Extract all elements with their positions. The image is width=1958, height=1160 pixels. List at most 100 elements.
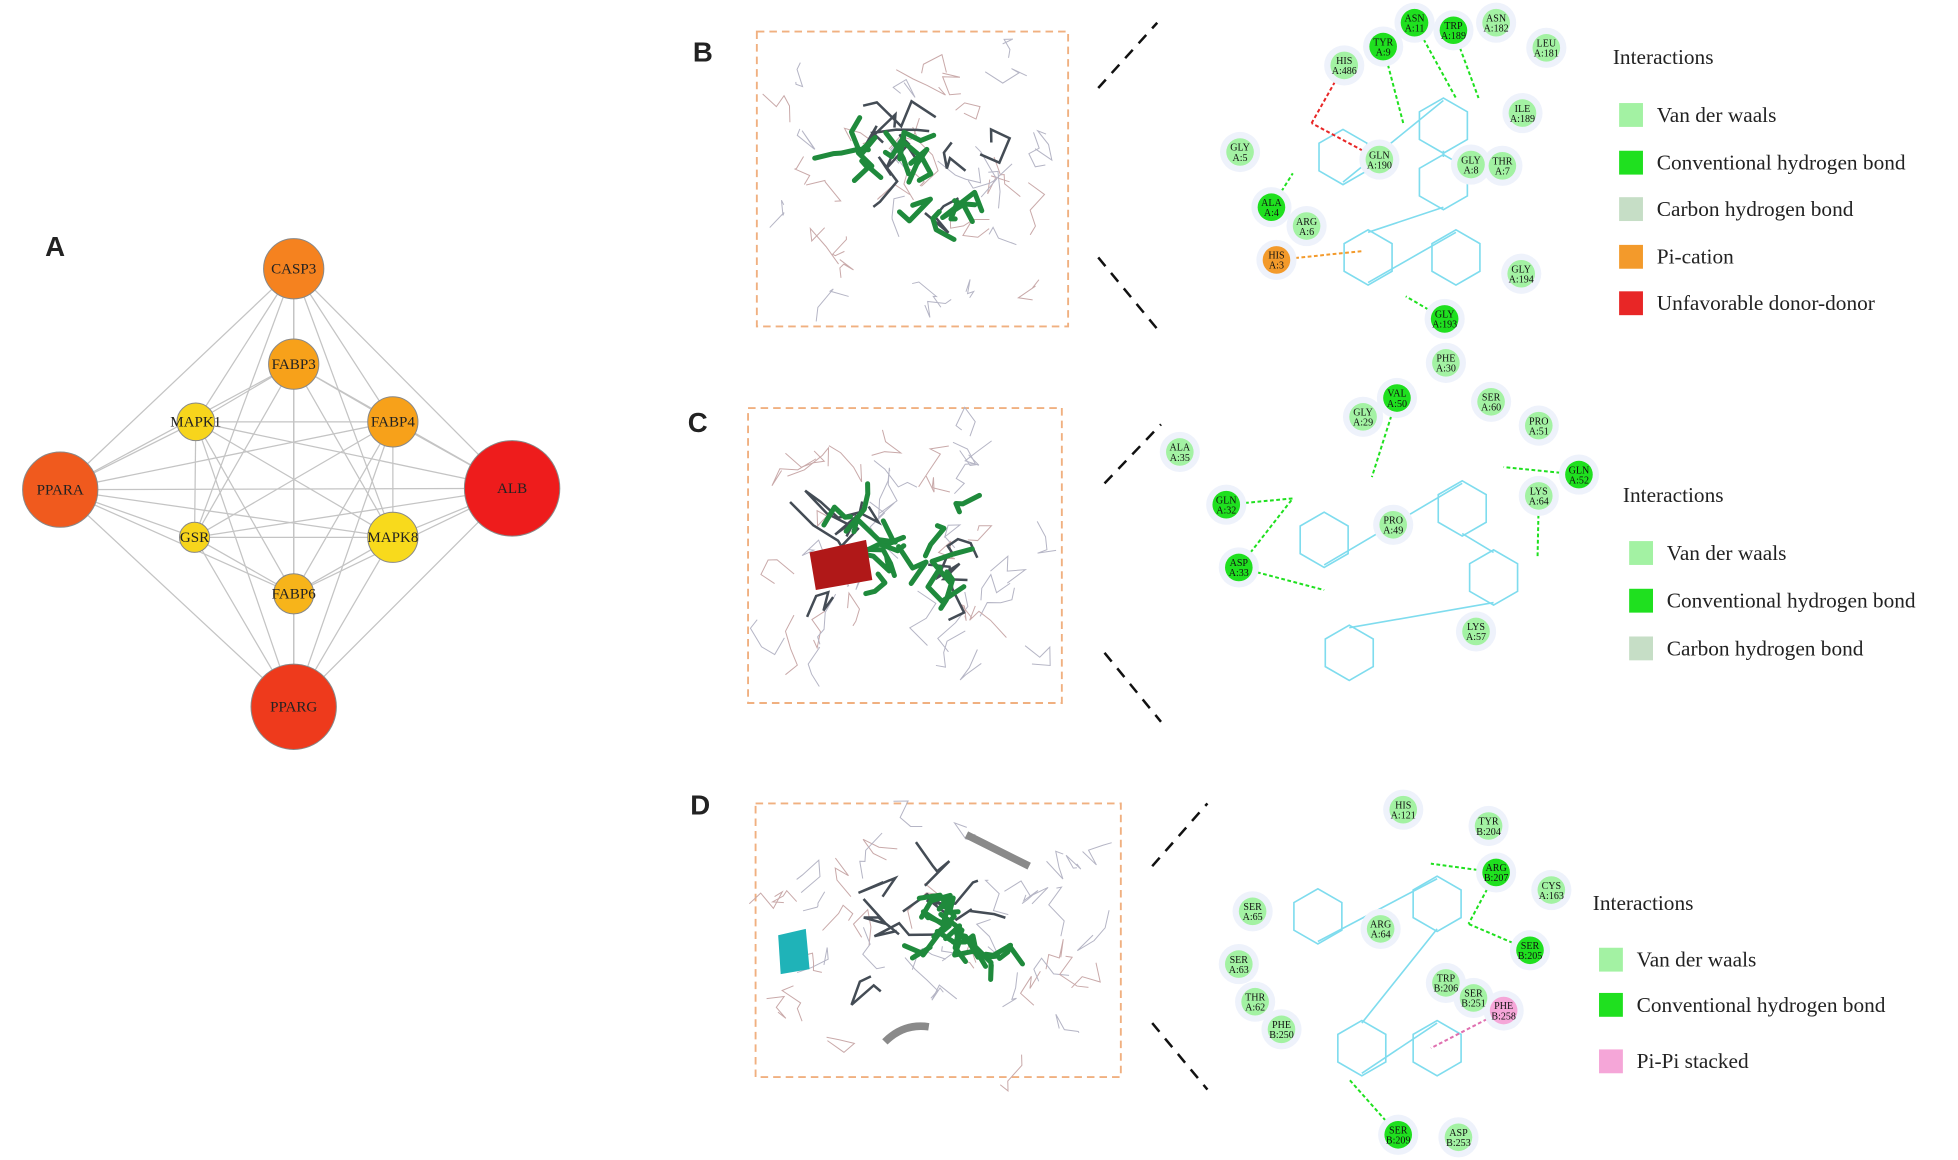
residue-id: A:121 [1391,810,1416,821]
residue-name: TRP [1444,21,1463,32]
node-label: FABP3 [272,357,316,373]
protein-residue-stick [831,236,847,257]
residue-id: A:486 [1332,66,1357,77]
residue-id: A:63 [1229,965,1249,976]
protein-residue-stick [822,904,854,931]
ligand-bond [1367,231,1457,284]
network-node-mapk8[interactable] [367,511,419,563]
residue-name: ILE [1515,104,1531,115]
residue-name: LYS [1530,487,1548,498]
network-node-fabp3[interactable] [268,338,320,390]
residue-pro-a49 [1379,510,1407,539]
network-node-alb[interactable] [463,440,561,537]
residue-name: SER [1243,902,1262,913]
protein-residue-stick [924,299,952,318]
residue-id: A:30 [1436,364,1456,375]
residue-id: A:7 [1495,167,1510,178]
residue-id: A:6 [1299,227,1314,238]
ligand-stick [901,943,933,961]
residue-gly-a193 [1430,305,1459,333]
residue-trp-a189 [1439,16,1468,45]
residue-id: A:194 [1509,275,1534,286]
node-label: MAPK1 [170,415,221,431]
protein-residue-stick [1058,955,1089,988]
legend-label: Van der waals [1637,948,1757,972]
residue-gly-a194 [1507,259,1536,288]
protein-residue-stick [959,649,982,681]
residue-asp-b253 [1444,1123,1473,1152]
ligand-stick [959,189,985,224]
protein-residue-stick [749,619,785,656]
protein-residue-stick [936,540,956,560]
protein-residue-stick [960,604,973,621]
residue-id: A:182 [1484,24,1509,35]
ligand-stick [896,544,929,586]
network-node-fabp6[interactable] [273,573,315,615]
residue-id: A:193 [1432,320,1457,331]
protein-residue-stick [979,587,1015,617]
residue-id: A:29 [1353,418,1373,429]
network-edge [59,363,294,491]
protein-residue-stick [766,995,787,1019]
protein-residue-stick [1082,842,1112,866]
protein-residue-stick [984,68,1027,84]
residue-leu-a181 [1532,34,1561,62]
residue-asn-a182 [1482,8,1510,37]
network-node-ppara[interactable] [22,451,99,528]
residue-id: A:8 [1463,165,1478,176]
residue-tyr-b204 [1474,812,1503,840]
network-node-casp3[interactable] [263,238,325,300]
node-label: MAPK8 [367,530,418,546]
protein-residue-stick [862,838,898,861]
residue-ser-b209 [1384,1120,1413,1149]
docking-view-d [748,800,1209,1092]
legend-item-chb: Carbon hydrogen bond [1619,197,1854,222]
legend-swatch [1619,150,1643,175]
protein-residue-stick [828,445,863,483]
protein-residue-stick [984,879,1009,916]
residue-name: TRP [1437,974,1456,985]
residue-ser-a60 [1477,387,1505,416]
residue-name: SER [1389,1126,1408,1137]
protein-residue-stick [931,984,958,1001]
network-node-fabp4[interactable] [367,396,419,448]
network-node-mapk1[interactable] [176,402,216,442]
network-node-gsr[interactable] [178,521,211,553]
protein-residue-stick [975,145,1013,180]
residue-his-a3 [1262,246,1291,274]
protein-residue-stick [990,555,1028,584]
legend-label: Conventional hydrogen bond [1657,151,1906,175]
protein-residue-stick [1071,962,1101,989]
protein-residue-stick [955,102,981,120]
protein-residue-stick [941,72,961,96]
residue-trp-b206 [1432,969,1460,997]
ligand-stick [812,146,862,161]
residue-name: THR [1245,992,1265,1003]
residue-name: PHE [1272,1020,1291,1031]
residue-cys-a163 [1537,876,1566,904]
residue-id: A:35 [1170,453,1190,464]
ligand-stick [938,569,956,611]
protein-residue-stick [1076,910,1110,952]
residue-name: SER [1482,393,1501,404]
protein-residue-stick [999,1054,1023,1092]
residue-ala-a4 [1257,193,1286,222]
residue-thr-a7 [1488,152,1517,180]
legend-label: Conventional hydrogen bond [1667,589,1916,613]
network-node-pparg[interactable] [250,663,337,750]
legend-swatch [1599,947,1623,972]
protein-residue-stick [787,446,830,477]
docking-view-c [747,406,1162,723]
residue-id: A:4 [1264,208,1279,219]
